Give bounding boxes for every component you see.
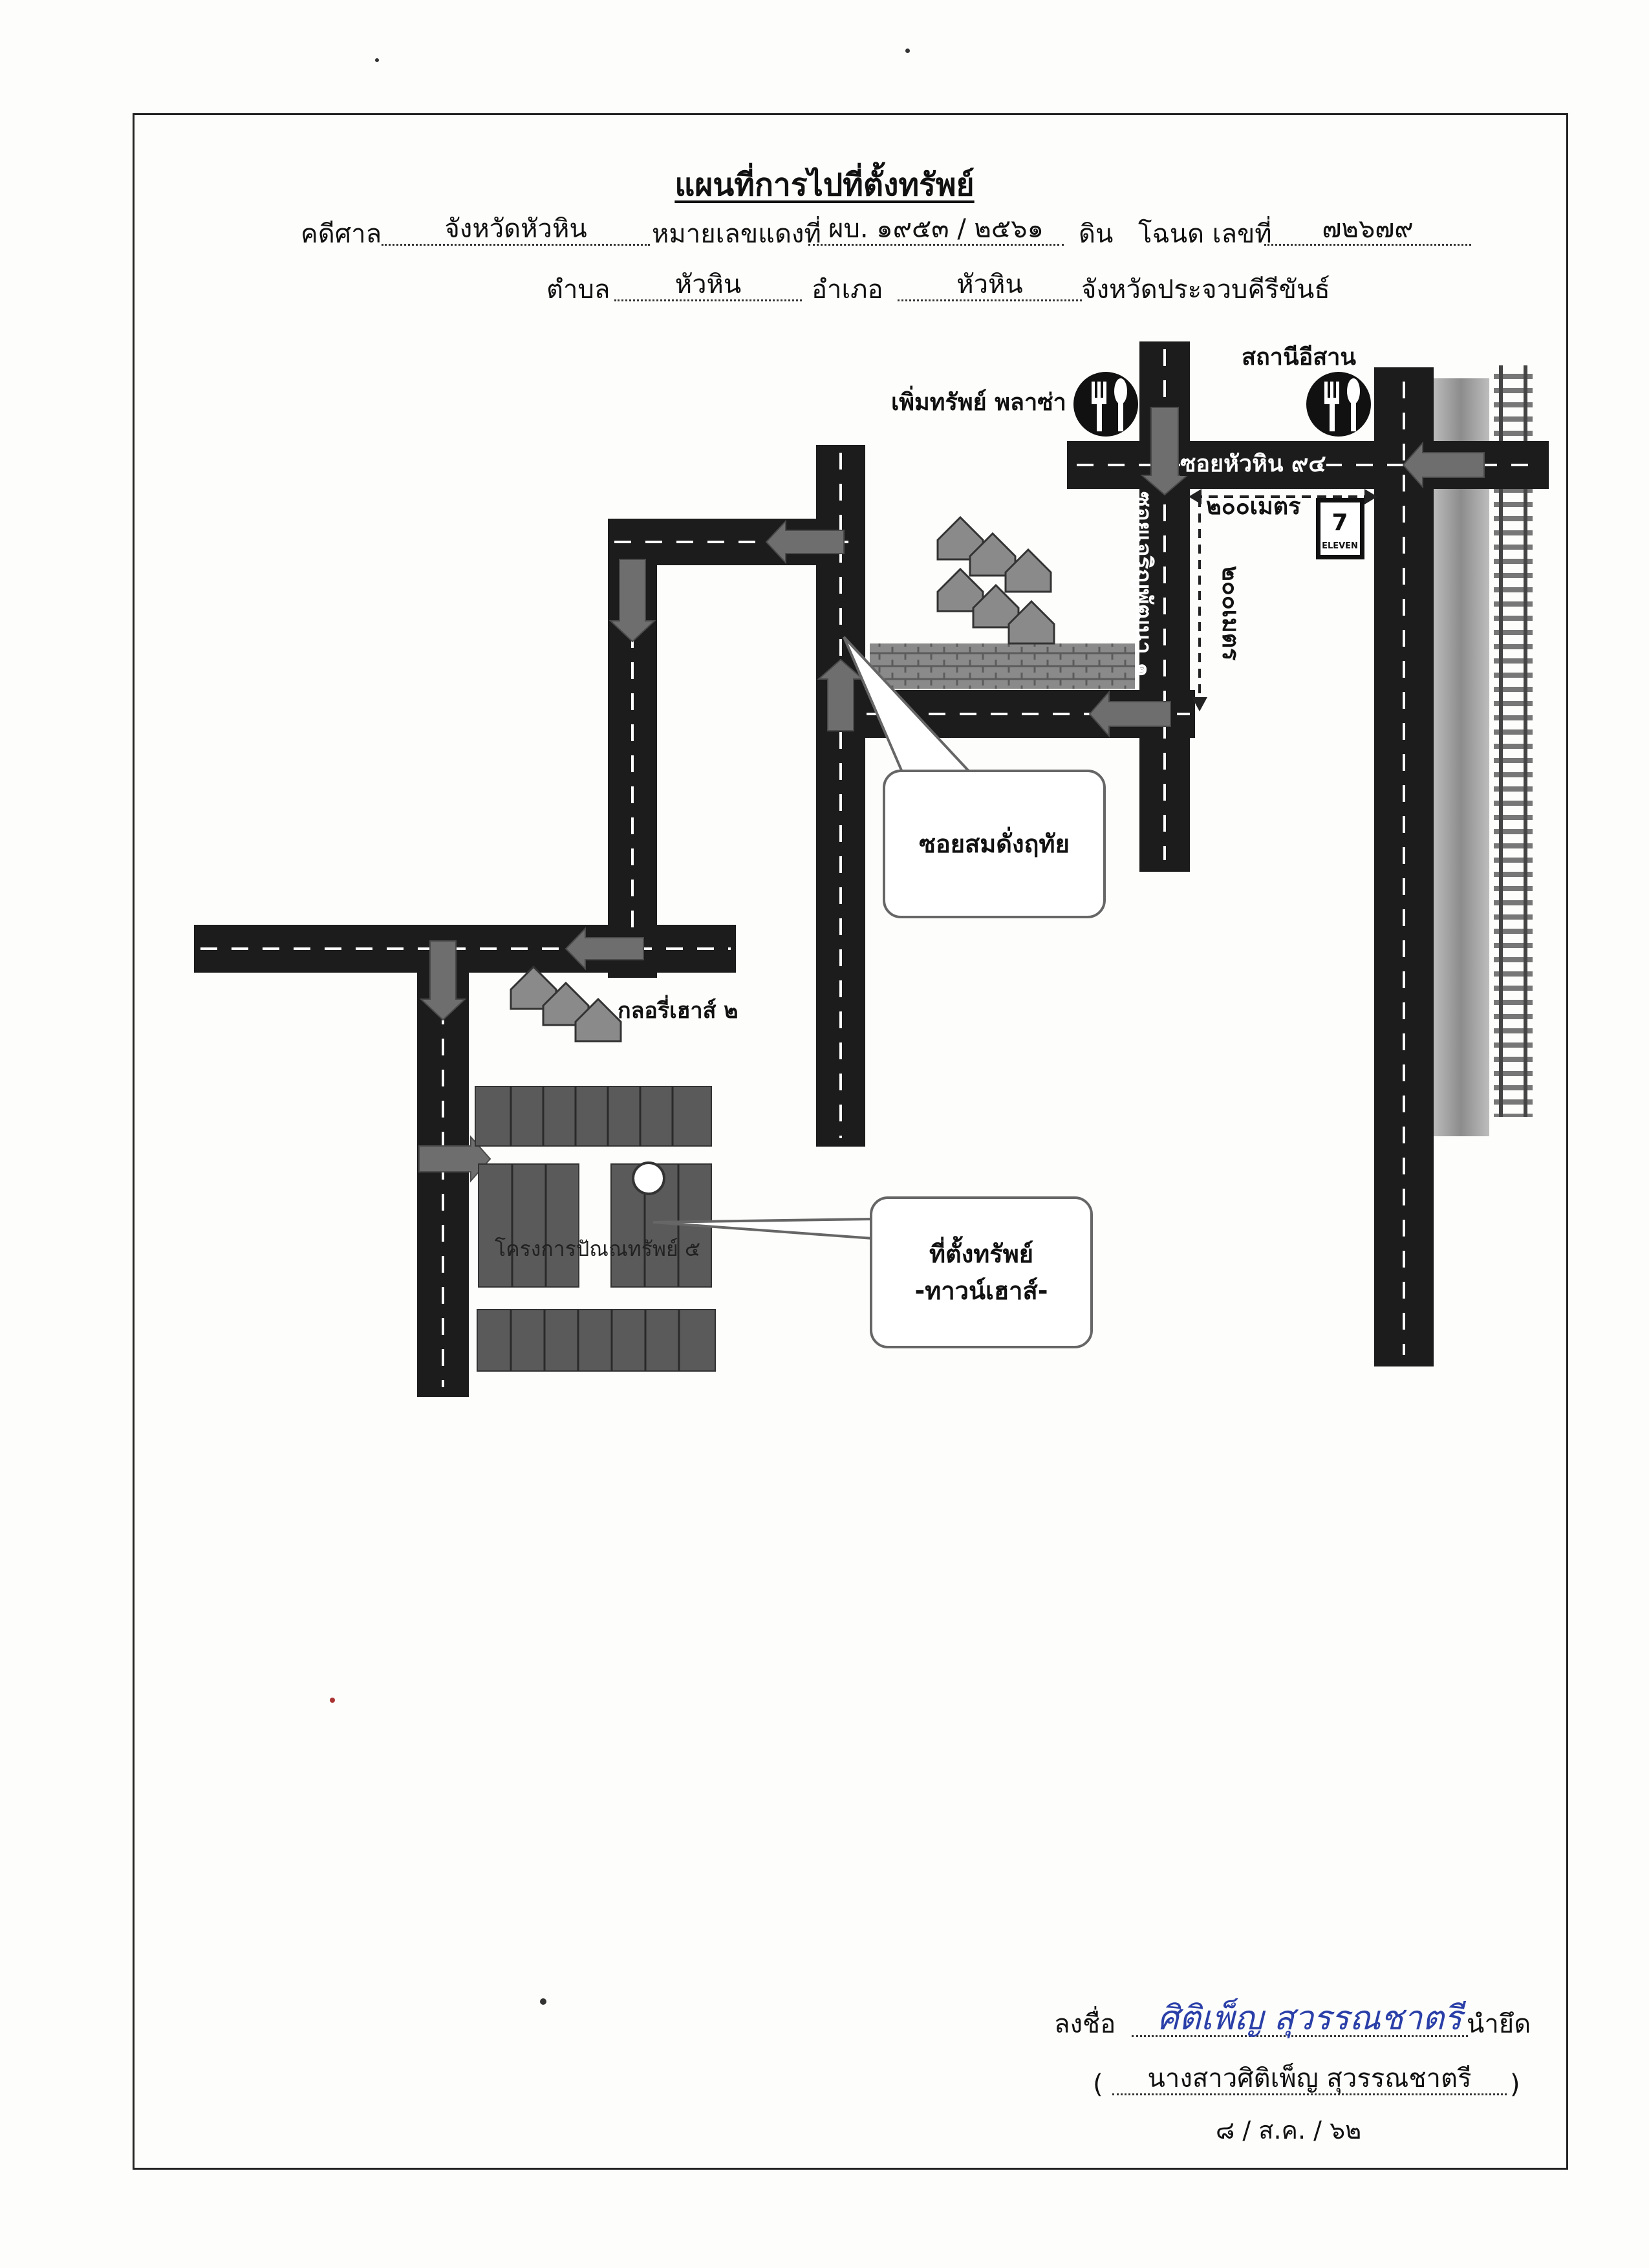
sign-date: ๘ / ส.ค. / ๖๒: [1216, 2116, 1362, 2144]
distance-lines: [1193, 495, 1371, 705]
restaurant-label-2: สถานีอีสาน: [1242, 344, 1357, 371]
railway-band: [1432, 378, 1489, 1136]
road-side-label: ซอยเจริญพัฒนา ๑: [1130, 491, 1156, 678]
convenience-store-logo: 7 ELEVEN: [1316, 498, 1364, 559]
restaurant-label-1: เพิ่มทรัพย์ พลาซ่า: [891, 389, 1066, 416]
property-marker: [632, 1161, 665, 1195]
glory-house-label: กลอรี่เฮาส์ ๒: [618, 998, 738, 1024]
scan-speck: [540, 1998, 546, 2005]
deed-label: โฉนด เลขที่: [1138, 219, 1272, 249]
svg-text:7: 7: [1331, 510, 1348, 536]
callout-property: ที่ตั้งทรัพย์ -ทาวน์เฮาส์-: [870, 1196, 1093, 1348]
direction-arrows: [418, 407, 1485, 1183]
road-main-label: ซอยหัวหิน ๙๔: [1180, 451, 1326, 477]
brick-wall: [870, 643, 1135, 689]
distance-vertical-label: ๒๐๐เมตร: [1217, 566, 1244, 661]
district-value: หัวหิน: [898, 270, 1082, 301]
name-close-paren: ): [1510, 2069, 1520, 2099]
project-label: โครงการปัณณทรัพย์ ๕: [495, 1237, 701, 1261]
printed-name: นางสาวศิติเพ็ญ สุวรรณชาตรี: [1112, 2064, 1507, 2095]
svg-text:ELEVEN: ELEVEN: [1322, 541, 1358, 551]
arrow-down-side: [1140, 407, 1189, 496]
scan-speck: [375, 58, 379, 62]
distance-horizontal-label: ๒๐๐เมตร: [1206, 493, 1301, 520]
arrow-down-left: [609, 559, 656, 643]
page-frame: [133, 113, 1568, 2170]
arrow-left-connector: [1088, 690, 1171, 738]
signer-role: นำยึด: [1467, 2009, 1531, 2039]
railway-track: [1494, 365, 1533, 1117]
case-label: หมายเลขแดงที่: [652, 219, 821, 249]
arrow-left-main: [1402, 441, 1485, 489]
restaurant-icon-1: [1073, 372, 1138, 437]
district-label: อำเภอ: [812, 275, 883, 305]
handwritten-signature: ศิติเพ็ญ สุวรรณชาตรี: [1158, 1999, 1462, 2038]
callout-road-text: ซอยสมดั่งฤทัย: [919, 829, 1070, 858]
land-label: ดิน: [1079, 219, 1114, 249]
subdistrict-label: ตำบล: [546, 275, 610, 305]
arrow-down-bottom: [419, 940, 467, 1021]
deed-value: ๗๒๖๗๙: [1264, 215, 1471, 246]
callout-property-line1: ที่ตั้งทรัพย์: [929, 1239, 1034, 1268]
restaurant-icon-2: [1306, 372, 1371, 437]
signature-line: [1132, 1992, 1468, 2037]
arrow-left-lower: [565, 927, 644, 971]
scan-speck: [330, 1698, 335, 1703]
court-label: คดีศาล: [301, 219, 382, 249]
name-open-paren: (: [1093, 2069, 1103, 2099]
subdistrict-value: หัวหิน: [614, 270, 802, 301]
callout-road: ซอยสมดั่งฤทัย: [883, 770, 1106, 918]
court-value: จังหวัดหัวหิน: [382, 215, 650, 246]
arrow-up-center: [817, 658, 865, 731]
scan-speck: [905, 49, 910, 53]
page-title: แผนที่การไปที่ตั้งทรัพย์: [674, 167, 975, 203]
arrow-left-upper: [765, 519, 845, 565]
province-text: จังหวัดประจวบคีรีขันธ์: [1081, 275, 1330, 305]
house-cluster-top: [936, 515, 1055, 645]
distance-arrowheads: [1189, 489, 1377, 711]
house-cluster-glory: [510, 965, 622, 1042]
lot-dividers: [510, 1086, 680, 1371]
callout-property-line2: -ทาวน์เฮาส์-: [914, 1276, 1048, 1305]
case-value: ผบ. ๑๙๕๓ / ๒๕๖๑: [808, 215, 1064, 246]
sign-label: ลงชื่อ: [1054, 2009, 1116, 2039]
